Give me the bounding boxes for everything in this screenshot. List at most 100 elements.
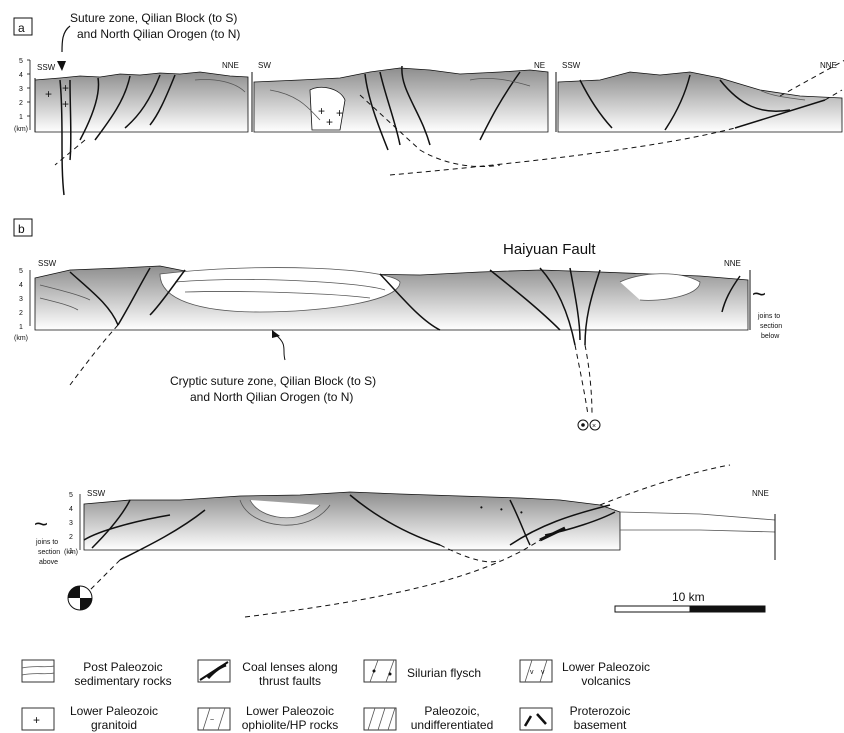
- cryptic-annotation-line1: Cryptic suture zone, Qilian Block (to S): [170, 374, 376, 388]
- annotation-arrow: [61, 25, 71, 53]
- legend-line: granitoid: [90, 718, 138, 732]
- scale-tick: 1: [19, 114, 23, 121]
- legend-line: thrust faults: [258, 674, 322, 688]
- paleozoic-undiff-swatch: [363, 707, 397, 731]
- scale-bar-label: 10 km: [672, 590, 705, 604]
- silurian-flysch-swatch: [363, 659, 397, 683]
- granitoid-symbol: +: [336, 106, 343, 120]
- section-label-right: NE: [534, 61, 545, 70]
- cryptic-annotation-arrow: [275, 334, 286, 361]
- legend-label-proterozoic: Proterozoic basement: [560, 704, 640, 732]
- legend-label-lp-ophiolite: Lower Paleozoic ophiolite/HP rocks: [232, 704, 348, 732]
- granitoid-symbol: +: [45, 87, 52, 101]
- section-label-left: SSW: [37, 63, 56, 72]
- granitoid-symbol: +: [62, 81, 69, 95]
- section-label-right: NNE: [222, 61, 239, 70]
- legend-line: basement: [573, 718, 627, 732]
- scale-tick: 2: [69, 534, 73, 541]
- cryptic-annotation-line2: and North Qilian Orogen (to N): [190, 390, 353, 404]
- granitoid-symbol: +: [318, 104, 325, 118]
- proterozoic-swatch: [519, 707, 553, 731]
- joins-below-2: section: [760, 323, 782, 330]
- legend-line: undifferentiated: [410, 718, 494, 732]
- scale-tick: 2: [19, 100, 23, 107]
- legend-line: Post Paleozoic: [83, 660, 163, 674]
- section-label-left: SSW: [38, 259, 57, 268]
- scale-tick: 2: [19, 310, 23, 317]
- legend-label-post-paleozoic: Post Paleozoic sedimentary rocks: [64, 660, 182, 688]
- silurian-dot: •: [480, 503, 483, 512]
- legend-line: Lower Paleozoic: [245, 704, 335, 718]
- silurian-dot: •: [500, 505, 503, 514]
- post-paleozoic-swatch: [21, 659, 55, 683]
- lp-ophiolite-swatch: [197, 707, 231, 731]
- legend-line: ophiolite/HP rocks: [241, 718, 339, 732]
- legend-line: Lower Paleozoic: [69, 704, 159, 718]
- legend-line: Lower Paleozoic: [561, 660, 651, 674]
- joins-above-3: above: [39, 559, 58, 566]
- scale-tick: 5: [69, 492, 73, 499]
- continuation-tilde: ~: [752, 281, 766, 308]
- legend-label-paleozoic-undiff: Paleozoic, undifferentiated: [400, 704, 504, 732]
- scale-unit: (km): [64, 549, 78, 556]
- fault-name: Haiyuan Fault: [503, 241, 596, 258]
- scale-tick: 3: [19, 296, 23, 303]
- section-label-left: SSW: [87, 489, 106, 498]
- panel-b-lower-section: SSW NNE • • •: [67, 464, 776, 618]
- legend-line: volcanics: [581, 674, 631, 688]
- panel-a-section-1: + + + SSW NNE: [34, 61, 249, 196]
- svg-text:v: v: [530, 669, 534, 676]
- joins-below-3: below: [761, 333, 780, 340]
- scale-tick: 5: [19, 268, 23, 275]
- panel-b: b Haiyuan Fault 5 4 3 2 1 (km): [13, 218, 782, 618]
- legend-line: Paleozoic,: [424, 704, 480, 718]
- legend-label-lp-granitoid: Lower Paleozoic granitoid: [62, 704, 166, 732]
- section-label-right: NNE: [724, 259, 741, 268]
- joins-above-1: joins to: [35, 539, 58, 546]
- panel-b-label-box: [13, 218, 33, 237]
- legend-line: Silurian flysch: [406, 666, 482, 680]
- legend-label-coal-lenses: Coal lenses along thrust faults: [238, 660, 342, 688]
- svg-text:+: +: [33, 713, 40, 727]
- section-label-left: SW: [258, 61, 271, 70]
- svg-text:v: v: [541, 669, 545, 676]
- panel-a-annotation-line2: and North Qilian Orogen (to N): [77, 27, 240, 41]
- lp-granitoid-swatch: [21, 707, 55, 731]
- scale-tick: 4: [19, 282, 23, 289]
- panel-b-label: b: [18, 222, 25, 236]
- granitoid-symbol: +: [62, 97, 69, 111]
- panel-b-depth-scale-upper: 5 4 3 2 1 (km): [14, 268, 31, 342]
- annotation-arrowhead: [57, 61, 66, 71]
- granitoid-symbol: +: [326, 115, 333, 129]
- scale-unit: (km): [14, 335, 28, 342]
- legend-label-lp-volcanics: Lower Paleozoic volcanics: [556, 660, 656, 688]
- section-label-left: SSW: [562, 61, 581, 70]
- panel-a-label: a: [18, 21, 25, 35]
- scale-tick: 4: [69, 506, 73, 513]
- panel-a-label-box: [13, 17, 33, 36]
- strike-slip-in-symbol: [589, 419, 601, 431]
- scale-unit: (km): [14, 126, 28, 133]
- panel-a-annotation-line1: Suture zone, Qilian Block (to S): [70, 11, 237, 25]
- scale-tick: 1: [69, 548, 73, 555]
- scale-tick: 1: [19, 324, 23, 331]
- panel-a: a Suture zone, Qilian Block (to S) and N…: [13, 11, 844, 196]
- section-label-right: NNE: [820, 61, 837, 70]
- scale-tick: 3: [69, 520, 73, 527]
- joins-below-1: joins to: [757, 313, 780, 320]
- legend-line: Proterozoic: [569, 704, 631, 718]
- svg-text:~: ~: [210, 717, 214, 724]
- panel-a-section-2: + + + SW NE: [253, 61, 549, 168]
- scale-tick: 3: [19, 86, 23, 93]
- panel-b-upper-section: SSW NNE ×: [34, 259, 749, 431]
- svg-text:×: ×: [592, 423, 596, 430]
- lp-volcanics-swatch: [519, 659, 553, 683]
- scale-tick: 5: [19, 58, 23, 65]
- legend-line: sedimentary rocks: [74, 674, 172, 688]
- silurian-dot: •: [520, 508, 523, 517]
- panel-a-section-3: SSW NNE: [389, 59, 844, 176]
- continuation-tilde: ~: [34, 511, 48, 538]
- joins-above-2: section: [38, 549, 60, 556]
